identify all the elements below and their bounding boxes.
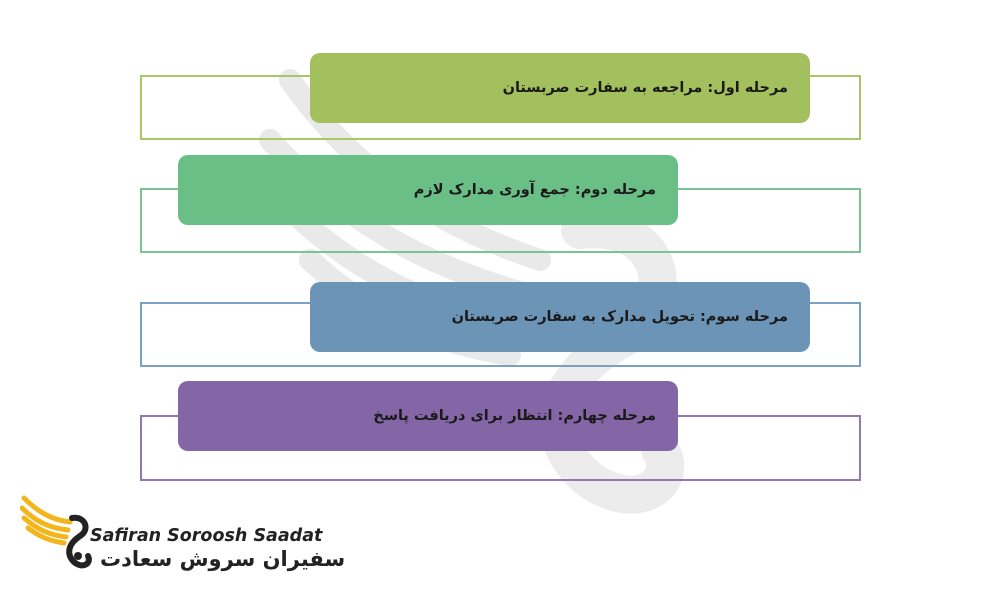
step-4-label: مرحله چهارم: انتظار برای دریافت پاسخ	[373, 408, 656, 424]
step-3-label: مرحله سوم: تحویل مدارک به سفارت صربستان	[451, 309, 788, 325]
wing-swan-icon	[20, 495, 92, 569]
logo-name-en: Safiran Soroosh Saadat	[90, 526, 323, 546]
step-3-box: مرحله سوم: تحویل مدارک به سفارت صربستان	[310, 282, 810, 352]
step-2-label: مرحله دوم: جمع آوری مدارک لازم	[413, 182, 656, 198]
step-2-box: مرحله دوم: جمع آوری مدارک لازم	[178, 155, 678, 225]
step-1-box: مرحله اول: مراجعه به سفارت صربستان	[310, 53, 810, 123]
step-4-box: مرحله چهارم: انتظار برای دریافت پاسخ	[178, 381, 678, 451]
step-1-label: مرحله اول: مراجعه به سفارت صربستان	[502, 80, 788, 96]
company-logo: Safiran Soroosh Saadat سفیران سروش سعادت	[20, 492, 345, 582]
logo-name-fa: سفیران سروش سعادت	[100, 547, 346, 571]
